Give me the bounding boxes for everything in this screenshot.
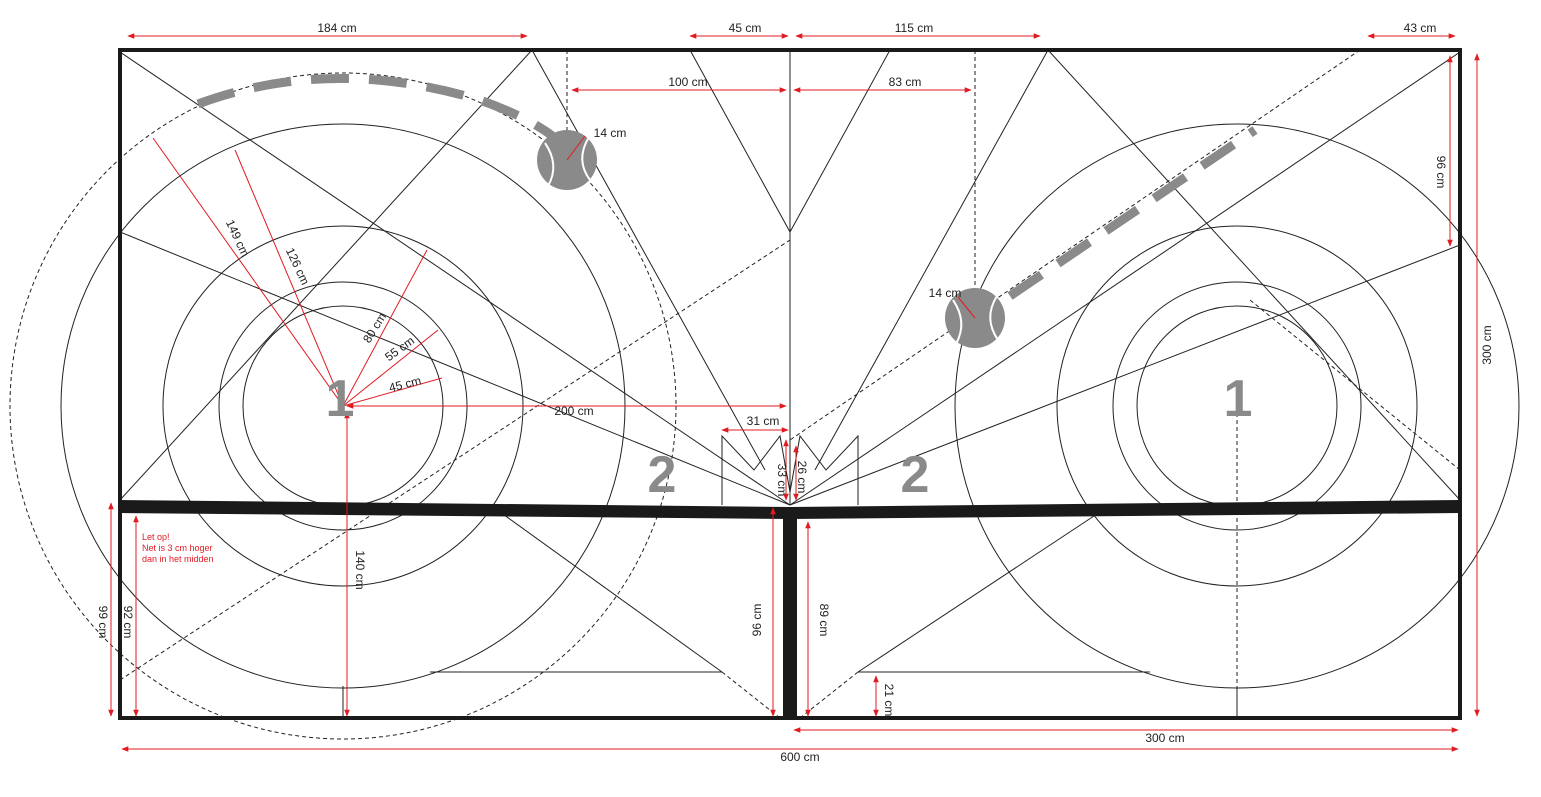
dim-center-31: 31 cm [747, 414, 780, 428]
dim-right-83: 83 cm [889, 75, 922, 89]
dim-right-300: 300 cm [1480, 325, 1494, 364]
dim-ball-right-14: 14 cm [929, 286, 962, 300]
dim-height-21: 21 cm [882, 684, 896, 717]
dim-radius-55: 55 cm [382, 333, 417, 364]
dim-top-45: 45 cm [729, 21, 762, 35]
net-post [783, 507, 797, 720]
dim-top-43: 43 cm [1404, 21, 1437, 35]
note-line-2: Net is 3 cm hoger [142, 543, 213, 553]
dim-center-33: 33 cm [775, 464, 789, 497]
right-ball-trajectory [1007, 126, 1258, 300]
left-ball-trajectory [196, 74, 558, 142]
dim-top-115: 115 cm [895, 21, 933, 35]
zone-left-1: 1 [326, 370, 355, 428]
dim-height-92: 92 cm [121, 606, 135, 639]
dim-height-140: 140 cm [353, 550, 367, 589]
dim-right-96: 96 cm [1434, 156, 1448, 189]
net-height-note: Let op! Net is 3 cm hoger dan in het mid… [142, 532, 214, 564]
zone-right-1: 1 [1224, 370, 1253, 428]
center-crown [721, 434, 859, 505]
dim-height-89: 89 cm [817, 604, 831, 637]
dim-center-200: 200 cm [554, 404, 593, 418]
dim-radius-149: 149 cm [223, 218, 252, 260]
dim-bottom-300: 300 cm [1145, 731, 1184, 745]
right-ring-3 [1112, 281, 1362, 531]
zone-left-2: 2 [648, 446, 677, 504]
dim-net-96: 96 cm [750, 604, 764, 637]
zone-right-2: 2 [901, 446, 930, 504]
dim-radius-126: 126 cm [283, 246, 312, 288]
dim-height-99: 99 cm [96, 606, 110, 639]
right-ring-4 [1056, 225, 1418, 587]
note-line-1: Let op! [142, 532, 170, 542]
dim-ball-left-14: 14 cm [594, 126, 627, 140]
dim-top-184: 184 cm [317, 21, 356, 35]
dim-left-100: 100 cm [668, 75, 707, 89]
court-lines [9, 48, 1520, 740]
note-line-3: dan in het midden [142, 554, 214, 564]
dim-center-26: 26 cm [795, 461, 809, 494]
court-diagonals [120, 50, 1460, 718]
dim-bottom-600: 600 cm [780, 750, 819, 764]
dimension-lines [108, 33, 1480, 752]
dim-radius-45: 45 cm [387, 373, 422, 394]
